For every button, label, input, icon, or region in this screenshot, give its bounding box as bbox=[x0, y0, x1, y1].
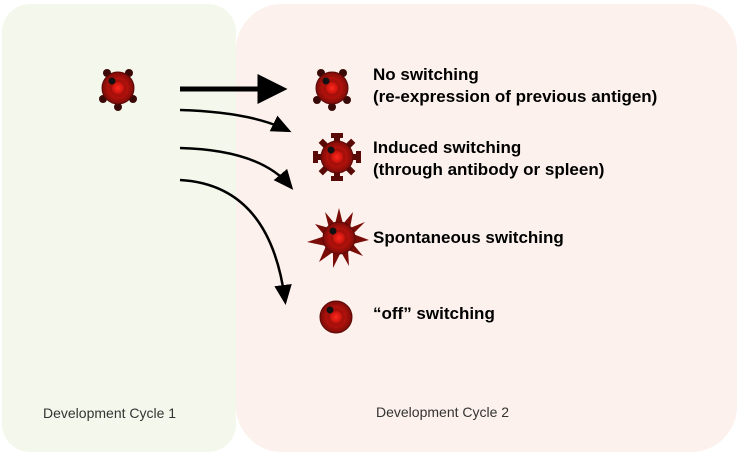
spiked-cell-icon bbox=[307, 208, 369, 268]
cross-armed-cell-icon bbox=[313, 133, 361, 181]
plain-cell-icon bbox=[319, 300, 353, 334]
outcome-detail: (through antibody or spleen) bbox=[373, 160, 605, 179]
source-knobbed-cell-icon bbox=[99, 69, 137, 111]
arrow-off-switching bbox=[179, 178, 292, 305]
outcome-label-spontaneous-switching: Spontaneous switching bbox=[373, 227, 564, 249]
outcome-label-off-switching: “off” switching bbox=[373, 303, 495, 325]
outcome-label-no-switching: No switching (re-expression of previous … bbox=[373, 64, 657, 108]
outcome-label-induced-switching: Induced switching (through antibody or s… bbox=[373, 137, 604, 181]
outcome-detail: (re-expression of previous antigen) bbox=[373, 87, 658, 106]
outcome-title: Induced switching bbox=[373, 138, 522, 157]
arrow-induced-switching bbox=[179, 108, 292, 133]
cycle-2-label: Development Cycle 2 bbox=[376, 404, 510, 420]
knobbed-cell-icon bbox=[313, 69, 351, 111]
outcome-title: Spontaneous switching bbox=[373, 228, 564, 247]
cycle-1-label: Development Cycle 1 bbox=[43, 405, 177, 421]
outcome-title: “off” switching bbox=[373, 304, 495, 323]
outcome-title: No switching bbox=[373, 65, 479, 84]
arrow-spontaneous-switching bbox=[179, 146, 294, 190]
